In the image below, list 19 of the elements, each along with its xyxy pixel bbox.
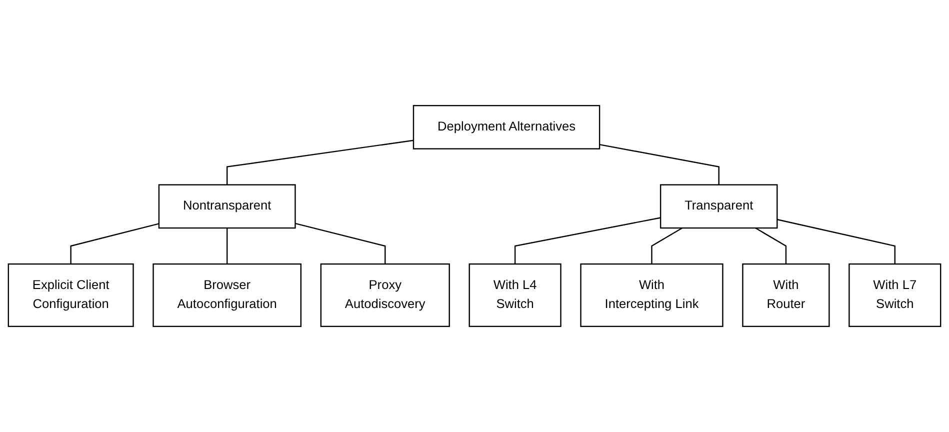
node-box: With L7 Switch: [848, 263, 942, 328]
node-box: With L4 Switch: [468, 263, 562, 328]
connector: [226, 140, 414, 185]
node-box: Deployment Alternatives: [412, 104, 600, 150]
node-box: With Intercepting Link: [580, 263, 724, 328]
connector: [70, 223, 160, 264]
connector: [755, 227, 787, 264]
node-box: Browser Autoconfiguration: [152, 263, 302, 328]
connector: [295, 222, 386, 264]
connector: [226, 228, 228, 264]
connector: [599, 144, 720, 185]
node-box: Transparent: [660, 184, 778, 229]
node-box: Proxy Autodiscovery: [320, 263, 450, 328]
node-box: Explicit Client Configuration: [8, 263, 134, 328]
node-box: Nontransparent: [158, 184, 296, 229]
connector: [777, 218, 896, 264]
connector: [514, 217, 661, 264]
connector: [651, 227, 683, 264]
node-box: With Router: [742, 263, 830, 328]
